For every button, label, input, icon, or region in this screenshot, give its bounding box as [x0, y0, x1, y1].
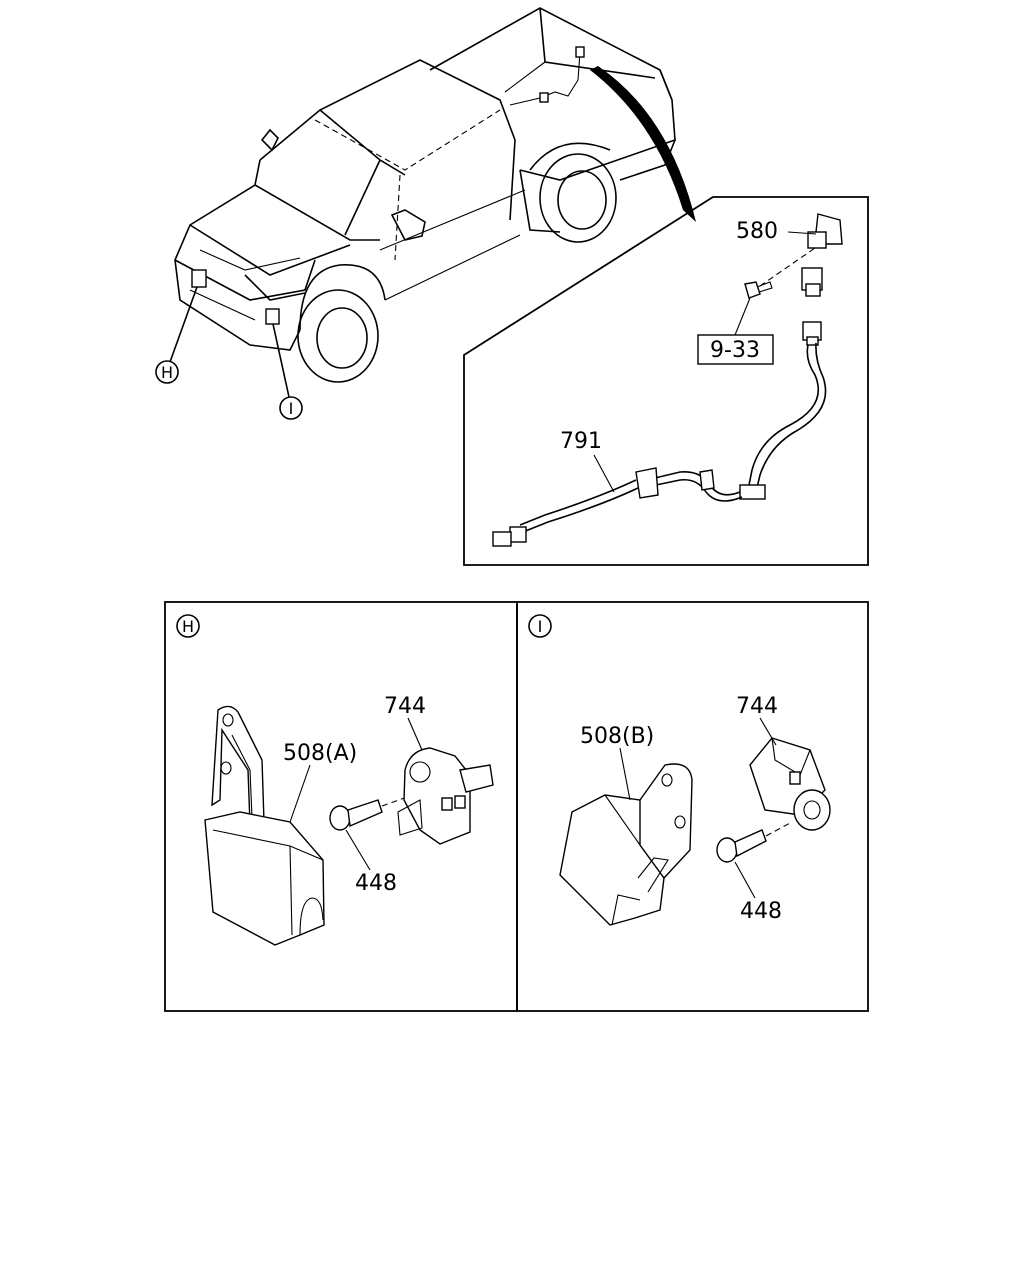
- sensor-744-i: [749, 737, 831, 831]
- callout-i-vehicle: I: [279, 396, 303, 420]
- label-448-h: 448: [355, 871, 397, 896]
- label-744-h: 744: [384, 694, 426, 719]
- svg-text:I: I: [538, 617, 543, 636]
- label-9-33: 9-33: [710, 338, 760, 363]
- pickup-truck-illustration: [169, 7, 676, 398]
- label-744-i: 744: [736, 694, 778, 719]
- label-791: 791: [560, 429, 602, 454]
- svg-text:H: H: [182, 617, 194, 636]
- panel-i-frame: [516, 601, 869, 1012]
- detail-pointer-arrow: [590, 66, 696, 222]
- svg-text:I: I: [289, 399, 294, 418]
- bolt-448-h: [329, 795, 411, 831]
- rear-sensor-assembly: [492, 213, 843, 547]
- label-448-i: 448: [740, 899, 782, 924]
- bracket-508b: [559, 763, 693, 926]
- callout-h-vehicle: H: [155, 360, 179, 384]
- label-508b: 508(B): [580, 724, 654, 749]
- bracket-508a: [204, 705, 325, 946]
- svg-text:H: H: [161, 363, 173, 382]
- bolt-448-i: [716, 821, 793, 863]
- callout-h-panel: H: [176, 614, 200, 638]
- label-508a: 508(A): [283, 741, 357, 766]
- sensor-744-h: [397, 747, 494, 845]
- label-580: 580: [736, 219, 778, 244]
- callout-i-panel: I: [528, 614, 552, 638]
- harness-detail-frame: [463, 196, 869, 566]
